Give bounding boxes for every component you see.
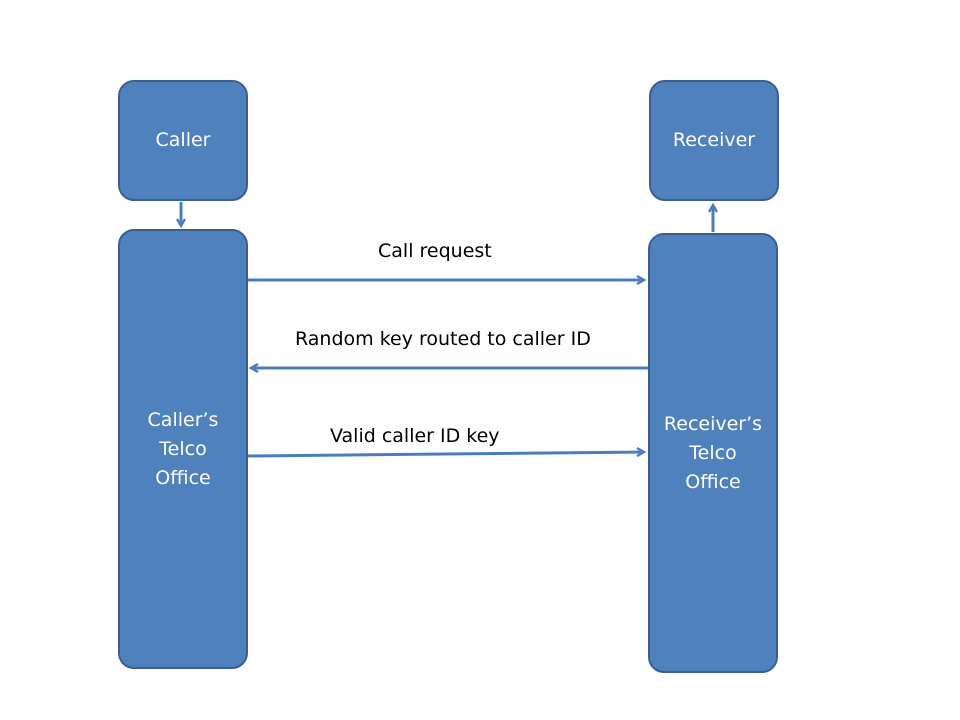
caller-node: Caller	[118, 80, 248, 201]
caller-label: Caller	[155, 129, 211, 151]
receiver-node: Receiver	[649, 80, 779, 201]
receiver-office-label-line-3: Office	[685, 470, 741, 493]
valid-key-label: Valid caller ID key	[330, 425, 500, 447]
caller-telco-office-node: Caller’s Telco Office	[118, 229, 248, 669]
receiver-label: Receiver	[672, 129, 756, 151]
caller-office-label-line-2: Telco	[159, 437, 207, 460]
caller-office-label-line-3: Office	[155, 466, 211, 489]
random-key-label: Random key routed to caller ID	[295, 328, 591, 350]
caller-office-label-line-1: Caller’s	[147, 408, 219, 431]
receiver-office-label-line-1: Receiver’s	[663, 412, 763, 435]
receiver-telco-office-node: Receiver’s Telco Office	[648, 233, 778, 673]
receiver-office-label-line-2: Telco	[689, 441, 737, 464]
call-request-label: Call request	[378, 240, 492, 262]
valid-key-arrow	[247, 452, 643, 458]
